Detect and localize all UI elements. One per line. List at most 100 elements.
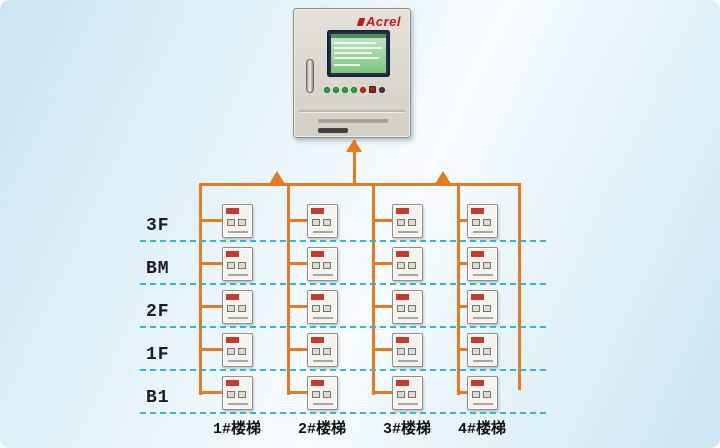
screen-text-line [334,42,376,44]
module-status-tag [226,294,239,300]
terminal-pad [312,348,320,355]
module-terminals [397,305,416,312]
floor-label-1f: 1F [146,345,170,365]
module-terminals [472,391,491,398]
monitor-module-3f-col1 [222,204,253,238]
module-terminals [312,348,331,355]
module-status-tag [396,380,409,386]
module-status-tag [226,380,239,386]
bus-riser-3 [372,183,375,395]
terminal-pad [323,348,331,355]
terminal-pad [238,262,246,269]
terminal-pad [227,348,235,355]
module-terminals [312,305,331,312]
module-slot [473,231,493,233]
module-terminals [227,348,246,355]
terminal-pad [397,348,405,355]
module-slot [313,360,333,362]
module-slot [473,317,493,319]
module-slot [228,317,248,319]
terminal-pad [323,262,331,269]
terminal-pad [238,305,246,312]
monitor-module-2f-col4 [467,290,498,324]
module-terminals [312,391,331,398]
bus-riser-4 [457,183,460,395]
terminal-pad [408,348,416,355]
device-stub [459,348,467,351]
terminal-pad [472,348,480,355]
terminal-pad [472,262,480,269]
module-status-tag [396,208,409,214]
printer-slot [318,128,348,133]
terminal-pad [483,219,491,226]
screen-text-line [334,47,382,49]
module-slot [313,403,333,405]
monitor-module-1f-col2 [307,333,338,367]
monitor-module-3f-col4 [467,204,498,238]
module-terminals [227,391,246,398]
screen-text-line [334,57,379,59]
module-slot [398,274,418,276]
indicator-light-7 [379,86,385,93]
module-terminals [397,391,416,398]
stair-label-3: 3#楼梯 [382,421,431,438]
monitor-module-bm-col2 [307,247,338,281]
device-stub [201,219,222,222]
device-stub [201,348,222,351]
module-status-tag [396,251,409,257]
indicator-light-4 [351,86,357,93]
flow-arrow-trunk-2 [435,171,451,184]
fuse-tube [306,59,314,93]
terminal-pad [408,262,416,269]
module-slot [398,360,418,362]
terminal-pad [397,391,405,398]
indicator-light-6 [369,86,376,93]
monitor-module-2f-col3 [392,290,423,324]
module-terminals [397,219,416,226]
monitor-module-bm-col3 [392,247,423,281]
bus-riser-2 [287,183,290,395]
stair-label-4: 4#楼梯 [457,421,506,438]
module-slot [228,403,248,405]
terminal-pad [483,348,491,355]
device-stub [459,262,467,265]
module-status-tag [226,208,239,214]
terminal-pad [312,219,320,226]
monitor-module-2f-col1 [222,290,253,324]
device-stub [289,391,307,394]
bus-riser-1 [199,183,202,395]
device-stub [374,219,392,222]
floor-label-bm: BM [146,259,170,279]
monitor-module-1f-col3 [392,333,423,367]
module-status-tag [226,251,239,257]
device-stub [201,391,222,394]
module-status-tag [311,380,324,386]
module-terminals [227,305,246,312]
floor-divider-1f [140,369,546,371]
device-stub [459,391,467,394]
device-stub [289,262,307,265]
monitor-module-b1-col2 [307,376,338,410]
module-slot [398,403,418,405]
screen-text-line [334,64,360,66]
bus-trunk-line [199,183,521,186]
terminal-pad [227,305,235,312]
device-stub [374,348,392,351]
module-status-tag [471,208,484,214]
device-stub [459,305,467,308]
nameplate-text-line [318,119,388,123]
terminal-pad [238,219,246,226]
indicator-light-1 [324,86,330,93]
indicator-light-2 [333,86,339,93]
device-stub [374,262,392,265]
terminal-pad [238,348,246,355]
terminal-pad [227,262,235,269]
terminal-pad [408,219,416,226]
terminal-pad [323,305,331,312]
device-stub [201,305,222,308]
module-slot [398,231,418,233]
module-terminals [472,348,491,355]
terminal-pad [312,391,320,398]
monitor-module-b1-col4 [467,376,498,410]
bus-main-drop [353,140,356,186]
